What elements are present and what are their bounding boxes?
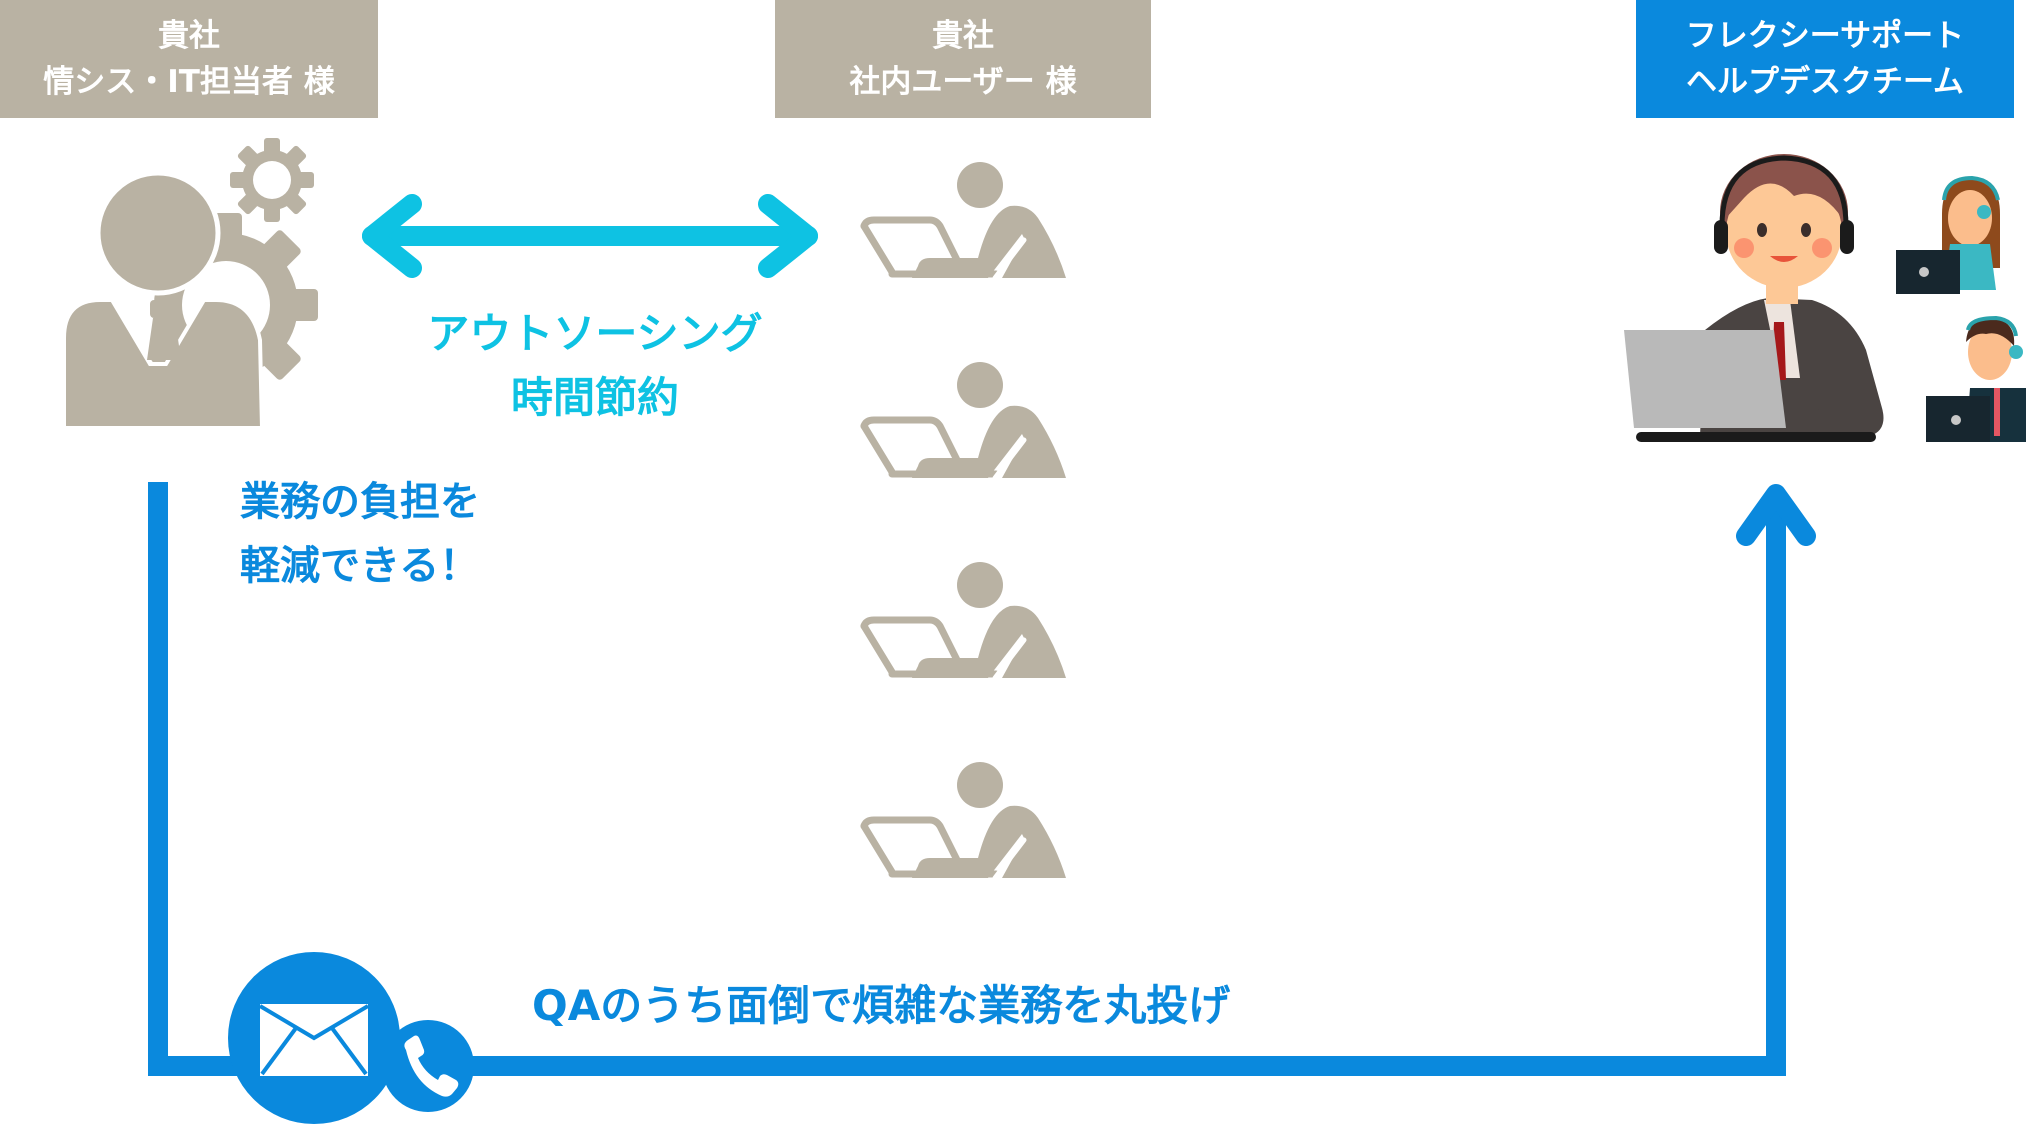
header-support-team: フレクシーサポート ヘルプデスクチーム: [1636, 0, 2014, 118]
outsourcing-label-line2: 時間節約: [510, 373, 679, 422]
flow-connector: [148, 482, 1786, 1076]
person-at-laptop-icon: [864, 762, 1066, 878]
male-operator: [1926, 315, 2026, 442]
header-support-line1: フレクシーサポート: [1685, 18, 1965, 54]
benefit-label-line1: 業務の負担を: [240, 479, 480, 525]
person-with-gears-icon: [62, 138, 318, 430]
header-support-line2: ヘルプデスクチーム: [1685, 64, 1965, 100]
outsourcing-label: アウトソーシング 時間節約: [380, 302, 810, 430]
person-at-laptop-icon: [864, 362, 1066, 478]
female-operator: [1896, 175, 2000, 294]
benefit-label-line2: 軽減できる！: [240, 543, 480, 589]
helpdesk-operators-illustration: [1624, 154, 2026, 442]
users-column: [864, 162, 1066, 878]
main-operator: [1624, 154, 1884, 442]
header-users-line1: 貴社: [932, 18, 994, 54]
person-at-laptop-icon: [864, 562, 1066, 678]
benefit-label: 業務の負担を 軽減できる！: [240, 470, 480, 598]
header-users-line2: 社内ユーザー 様: [849, 64, 1077, 100]
header-users: 貴社 社内ユーザー 様: [775, 0, 1151, 118]
double-arrow-icon: [362, 194, 818, 278]
outsourcing-label-line1: アウトソーシング: [427, 309, 763, 358]
header-it-staff: 貴社 情シス・IT担当者 様: [0, 0, 378, 118]
flow-label: QAのうち面倒で煩雑な業務を丸投げ: [532, 981, 1231, 1030]
person-at-laptop-icon: [864, 162, 1066, 278]
phone-icon: [382, 1020, 474, 1112]
envelope-icon: [228, 952, 400, 1124]
header-it-staff-line1: 貴社: [158, 18, 220, 54]
header-it-staff-line2: 情シス・IT担当者 様: [43, 64, 335, 100]
up-arrow-icon: [1736, 484, 1816, 546]
